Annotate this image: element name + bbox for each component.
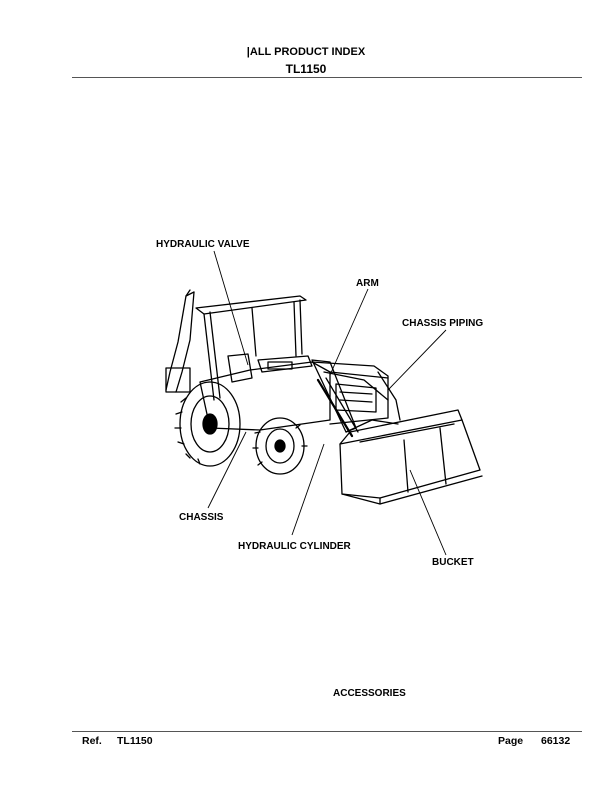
leader-hydraulic-cylinder: [291, 443, 325, 536]
leader-arm: [329, 288, 369, 376]
leader-chassis: [207, 431, 247, 509]
backhoe-boom: [165, 289, 191, 391]
engine-hood: [311, 361, 389, 425]
footer-rule: [72, 731, 582, 732]
operator-seat: [227, 353, 253, 383]
document-title: |ALL PRODUCT INDEX: [246, 46, 366, 58]
callout-arm: ARM: [356, 278, 379, 289]
callout-bucket: BUCKET: [432, 557, 474, 568]
rear-wheel: [179, 381, 241, 467]
canopy-roof: [195, 295, 307, 315]
leader-bucket: [409, 469, 447, 556]
footer-ref-label: Ref.: [82, 735, 102, 747]
callout-chassis-piping: CHASSIS PIPING: [402, 318, 484, 329]
model-title: TL1150: [285, 62, 327, 76]
callout-hydraulic-valve: HYDRAULIC VALVE: [156, 239, 250, 250]
lift-cylinder: [316, 378, 354, 438]
header-rule: [72, 77, 582, 78]
leader-chassis-piping: [387, 329, 447, 391]
callout-hydraulic-cylinder: HYDRAULIC CYLINDER: [238, 541, 351, 552]
footer-page-label: Page: [498, 735, 524, 747]
footer-ref-value: TL1150: [117, 735, 153, 747]
callout-chassis: CHASSIS: [179, 512, 224, 523]
loader-bucket: [339, 419, 481, 499]
leader-hydraulic-valve: [213, 250, 249, 366]
footer-page-number: 66132: [541, 735, 571, 747]
section-accessories: ACCESSORIES: [333, 688, 406, 699]
